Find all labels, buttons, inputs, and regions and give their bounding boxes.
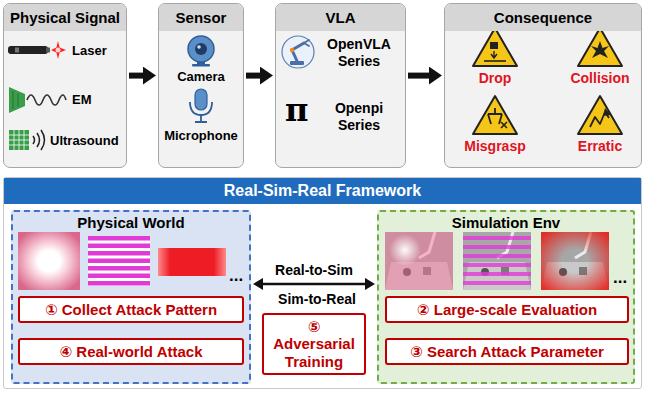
- red-bar-photo: [158, 248, 226, 276]
- signal-label: EM: [72, 92, 92, 108]
- ultrasound-icon: [9, 130, 45, 150]
- step-text: ⑤ Adversarial Training: [264, 318, 364, 370]
- consequence-label: Drop: [455, 70, 535, 87]
- signal-label: Ultrasound: [50, 133, 119, 149]
- sensor-label: Camera: [161, 69, 241, 85]
- ellipsis: ...: [229, 266, 243, 286]
- stage-box: VLA: [275, 3, 406, 168]
- model-label: OpenVLA Series: [318, 36, 400, 70]
- pi-symbol: π: [285, 94, 308, 126]
- stripe-pattern-photo: [88, 236, 150, 286]
- arrow-connector: [246, 73, 260, 79]
- camera-icon: [188, 36, 214, 67]
- sim-scene-red: [541, 232, 609, 290]
- step-box: ⑤ Adversarial Training: [262, 313, 366, 375]
- consequence-label: Erratic: [560, 138, 640, 155]
- arrow-connector: [263, 283, 365, 286]
- edge-label: Real-to-Sim: [275, 262, 353, 279]
- erratic-warning-sign: [578, 96, 622, 134]
- sim-scene-glow: [385, 232, 453, 290]
- collision-warning-sign: [578, 28, 622, 66]
- banner-title: Real-Sim-Real Framework: [4, 178, 641, 204]
- region-box: Simulation Env ② Large-scale Evaluation ③ …: [377, 210, 635, 384]
- step-box: ④ Real-world Attack: [18, 338, 244, 365]
- connector-group: [129, 76, 429, 284]
- stage-box: Sensor: [158, 3, 244, 168]
- step-box: ③ Search Attack Parameter: [385, 338, 629, 365]
- model-label: Openpi Series: [318, 100, 400, 134]
- consequence-label: Misgrasp: [455, 138, 535, 155]
- step-box: ② Large-scale Evaluation: [385, 296, 629, 323]
- step-box: ① Collect Attack Pattern: [18, 296, 244, 323]
- microphone-icon: [190, 89, 212, 122]
- em-icon: [9, 87, 66, 113]
- signal-label: Laser: [72, 43, 107, 59]
- box-title: Consequence: [445, 4, 641, 31]
- region-title: Physical World: [13, 212, 249, 231]
- box-title: Sensor: [159, 4, 243, 31]
- arrow-connector: [408, 73, 429, 79]
- drop-warning-sign: [473, 28, 517, 66]
- sim-scene-stripes: [463, 232, 531, 290]
- box-title: VLA: [276, 4, 405, 31]
- region-title: Simulation Env: [379, 212, 633, 231]
- ellipsis: ...: [613, 268, 627, 288]
- box-title: Physical Signal: [4, 4, 126, 31]
- step-text: ③ Search Attack Parameter: [387, 343, 627, 360]
- transfer-label: Sim-to-Real: [258, 291, 376, 308]
- laser-icon: [8, 41, 66, 59]
- misgrasp-warning-sign: [473, 96, 517, 134]
- step-text: ① Collect Attack Pattern: [20, 301, 242, 318]
- step-text: ② Large-scale Evaluation: [387, 301, 627, 318]
- robot-arm-icon: [282, 36, 314, 68]
- arrow-connector: [129, 73, 143, 79]
- framework-panel: Real-Sim-Real FrameworkPhysical World ① C…: [3, 177, 642, 389]
- sensor-label: Microphone: [161, 128, 241, 144]
- step-text: ④ Real-world Attack: [20, 343, 242, 360]
- consequence-label: Collision: [560, 70, 640, 87]
- region-box: Physical World ① Collect Attack Pattern ④ …: [11, 210, 251, 384]
- laser-spot-photo: [18, 232, 80, 290]
